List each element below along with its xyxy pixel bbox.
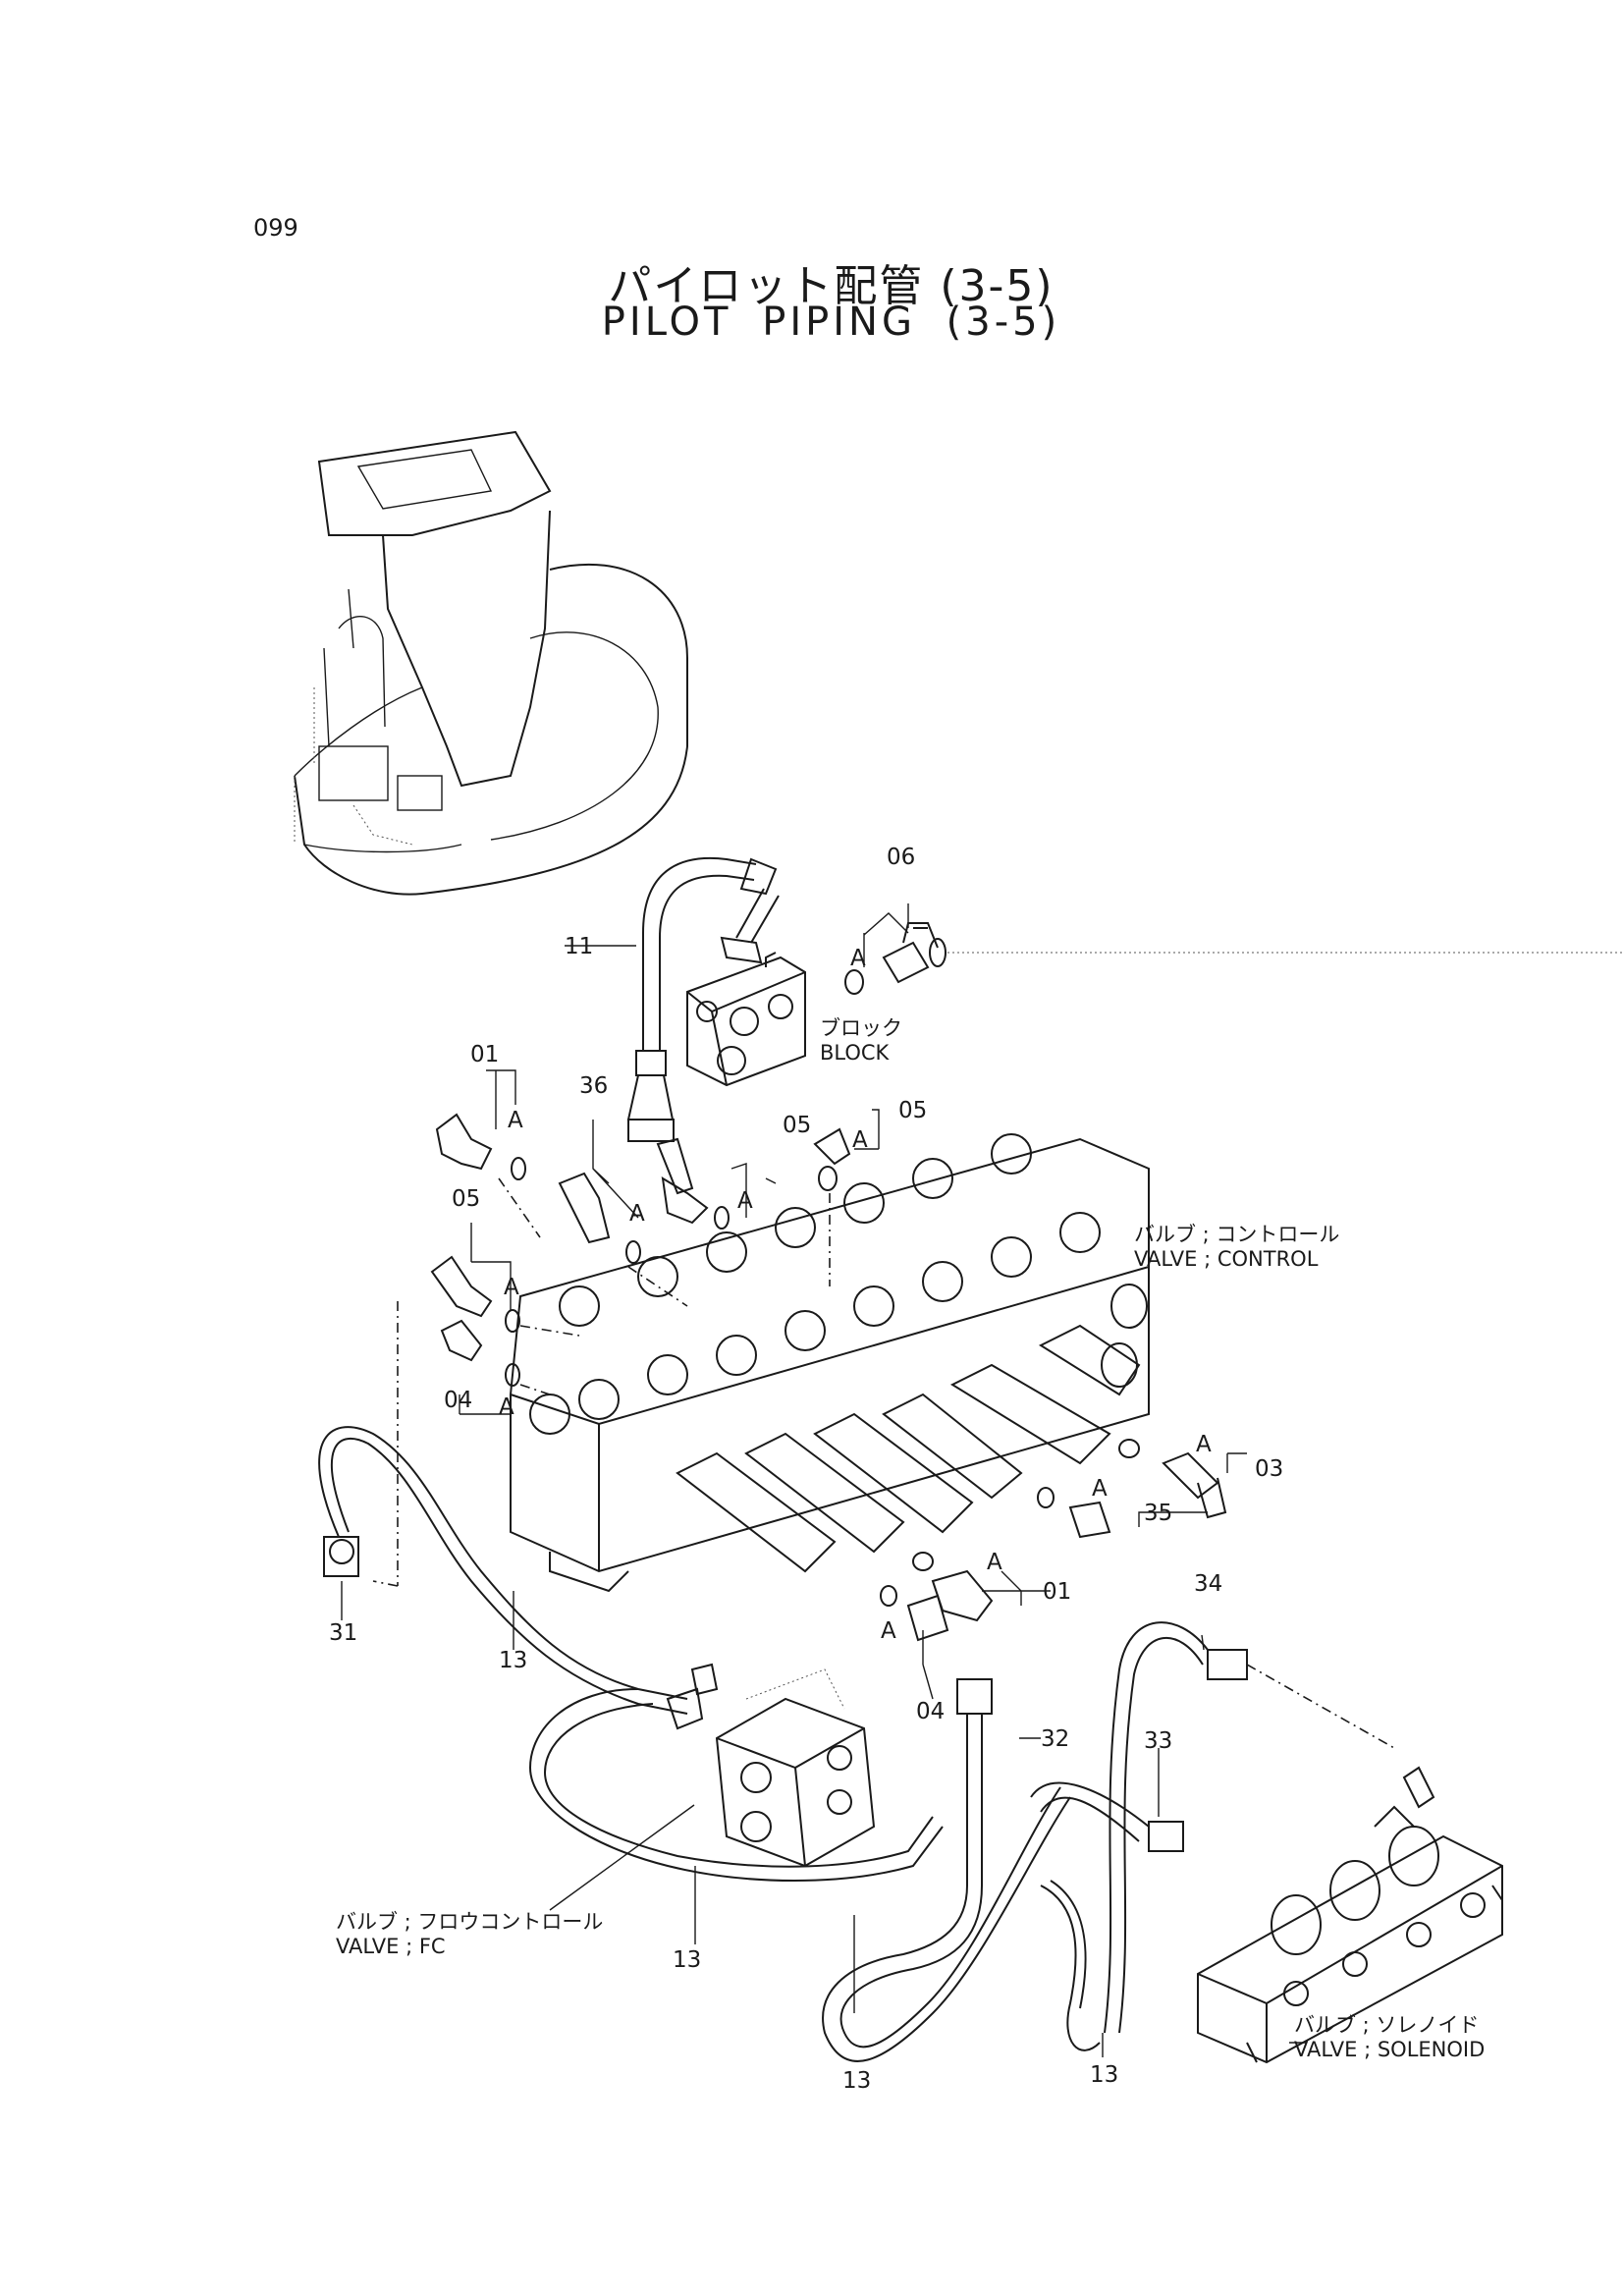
- marker-a: A: [1196, 1432, 1212, 1457]
- marker-a: A: [504, 1275, 519, 1300]
- right-fittings: [880, 1439, 1227, 1642]
- label-valve-control-en: VALVE ; CONTROL: [1134, 1247, 1319, 1272]
- label-block: ブロック BLOCK: [820, 1016, 902, 1066]
- marker-a: A: [881, 1618, 896, 1644]
- callout-04-left: 04: [444, 1388, 473, 1413]
- label-valve-control: バルブ ; コントロール VALVE ; CONTROL: [1134, 1223, 1339, 1272]
- callout-13-center: 13: [673, 1947, 702, 1973]
- valve-spools: [676, 1284, 1148, 1573]
- label-valve-solenoid: バルブ ; ソレノイド VALVE ; SOLENOID: [1294, 2013, 1485, 2062]
- callout-33: 33: [1144, 1728, 1173, 1754]
- marker-a: A: [629, 1201, 645, 1227]
- page-title-english: PILOT PIPING (3-5): [601, 300, 1061, 345]
- cab-illustration: [294, 430, 688, 896]
- label-valve-fc: バルブ ; フロウコントロール VALVE ; FC: [336, 1910, 603, 1959]
- callout-05-right: 05: [898, 1098, 928, 1123]
- valve-bosses: [529, 1133, 1101, 1435]
- callout-13-left: 13: [499, 1648, 528, 1673]
- left-fittings: [372, 1113, 851, 1587]
- marker-a: A: [1092, 1476, 1108, 1502]
- hoses: [318, 1426, 1395, 2062]
- marker-a: A: [499, 1394, 514, 1420]
- control-valve: [509, 1133, 1150, 1593]
- callout-06: 06: [887, 845, 916, 870]
- solenoid-valve: [1197, 1766, 1503, 2064]
- callout-13-right: 13: [1090, 2062, 1119, 2088]
- callout-11: 11: [565, 934, 594, 959]
- callout-04-bottom: 04: [916, 1699, 946, 1724]
- page-title-japanese: パイロット配管 (3-5): [608, 261, 1055, 311]
- callout-36: 36: [579, 1073, 609, 1099]
- callout-05-center: 05: [783, 1113, 812, 1138]
- marker-a: A: [737, 1188, 753, 1214]
- callout-35: 35: [1144, 1501, 1173, 1526]
- label-valve-fc-en: VALVE ; FC: [336, 1935, 446, 1959]
- block-assembly: [626, 856, 1623, 1142]
- label-valve-control-jp: バルブ ; コントロール: [1134, 1223, 1340, 1246]
- marker-a: A: [508, 1108, 523, 1133]
- leader-lines: [341, 903, 1306, 2057]
- callout-32: 32: [1041, 1726, 1070, 1752]
- label-block-jp: ブロック: [820, 1016, 902, 1040]
- marker-a: A: [852, 1127, 868, 1153]
- label-valve-solenoid-jp: バルブ ; ソレノイド: [1294, 2013, 1480, 2037]
- marker-a: A: [850, 946, 866, 971]
- callout-13-bottom: 13: [842, 2068, 872, 2094]
- callout-34: 34: [1194, 1571, 1223, 1597]
- callout-03: 03: [1255, 1456, 1284, 1482]
- label-valve-fc-jp: バルブ ; フロウコントロール: [336, 1910, 604, 1934]
- marker-a: A: [987, 1550, 1002, 1575]
- callout-05-left: 05: [452, 1186, 481, 1212]
- fc-valve: [666, 1663, 876, 1868]
- label-block-en: BLOCK: [820, 1041, 890, 1066]
- callout-01-top: 01: [470, 1042, 500, 1067]
- callout-01-bottom: 01: [1043, 1579, 1072, 1605]
- callout-31: 31: [329, 1620, 358, 1646]
- label-valve-solenoid-en: VALVE ; SOLENOID: [1294, 2038, 1486, 2062]
- page-number: 099: [253, 214, 298, 242]
